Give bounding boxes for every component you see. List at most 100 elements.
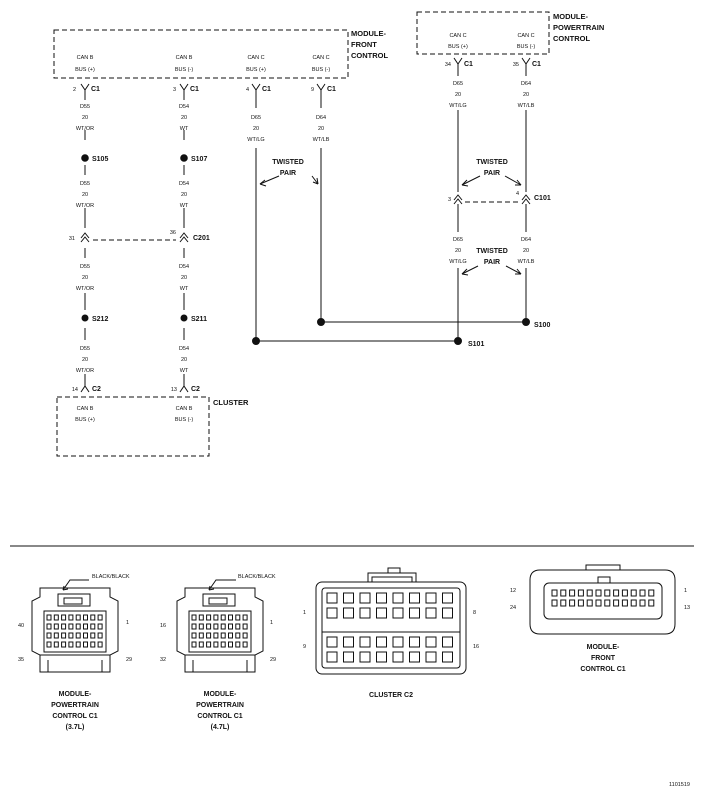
mfc-c1-pin-3-symbol — [251, 83, 261, 96]
mfc-c1-cavity — [560, 599, 567, 607]
cluster-c2-cavity — [326, 636, 338, 648]
pcm47-connector-view — [176, 579, 264, 673]
mfc-c1-caption-3: CONTROL C1 — [580, 666, 625, 673]
cluster-c2-cavity — [409, 592, 420, 604]
cluster-c2-caption: CLUSTER C2 — [369, 692, 413, 699]
pcm47-cavity — [206, 632, 212, 639]
wire-d55-b-3: WT/OR — [76, 203, 94, 209]
twisted-pair-1-l2: PAIR — [280, 170, 296, 177]
wire-d64-c-2: 20 — [523, 248, 529, 254]
pcm-bus-1-l1: CAN C — [449, 33, 466, 39]
pcm-title-line-1: MODULE- — [553, 12, 588, 21]
wire-d64-b-2: 20 — [523, 92, 529, 98]
pcm37-cavity — [68, 614, 74, 621]
mfc-c1-cavity — [551, 599, 558, 607]
cluster-c2-cavity — [359, 651, 371, 663]
pcm37-cavity — [97, 623, 103, 630]
figure-id: 1101519 — [669, 782, 690, 788]
mfc-c1-cavity — [613, 599, 620, 607]
wire-d55-a-1: D55 — [80, 104, 90, 110]
c101-pin-left: 3 — [448, 197, 451, 203]
wire-d54-a-2: 20 — [181, 115, 187, 121]
mfc-bus-3-l1: CAN C — [247, 55, 264, 61]
cluster-c2-pin-1-symbol — [80, 381, 90, 393]
mfc-pin-2: 3 — [173, 87, 176, 93]
pcm47-cavity — [191, 623, 197, 630]
pcm47-cavity — [206, 641, 212, 648]
wire-d55-c-2: 20 — [82, 275, 88, 281]
twisted-pair-1-l1: TWISTED — [272, 159, 304, 166]
pcm37-cavity — [68, 623, 74, 630]
pcm37-caption-1: MODULE- — [59, 691, 92, 698]
pcm37-cavity — [53, 641, 59, 648]
wire-d64-a-3: WT/LB — [313, 137, 330, 143]
pcm37-cavity — [90, 623, 96, 630]
twisted-pair-2-l1: TWISTED — [476, 159, 508, 166]
wire-d65-a-3: WT/LG — [247, 137, 264, 143]
cluster-c2-cavity — [376, 636, 387, 648]
mfc-pin-4: 9 — [311, 87, 314, 93]
pcm37-cavity — [46, 632, 52, 639]
pcm47-pin-32: 32 — [160, 657, 166, 663]
mfc-c1-cavity — [613, 589, 620, 597]
s107-splice — [180, 154, 188, 162]
wire-d65-b-1: D65 — [453, 81, 463, 87]
pcm37-cavity — [46, 623, 52, 630]
mfc-c1-cavity — [569, 599, 576, 607]
pcm37-black-black: BLACK/BLACK — [92, 574, 130, 580]
twisted-pair-2-arrows — [461, 175, 522, 186]
mfc-c1-cavity — [621, 599, 628, 607]
cluster-c2-cavity — [425, 607, 437, 619]
pcm37-pin-grid — [46, 614, 103, 648]
c201-label: C201 — [193, 235, 210, 242]
pcm-c1-pin-2-symbol — [521, 57, 531, 70]
pcm47-cavity — [235, 623, 241, 630]
pcm37-cavity — [53, 623, 59, 630]
c101-pin-right-symbol — [521, 194, 531, 205]
cluster-c2-cavity — [442, 592, 453, 604]
mfc-title-line-3: CONTROL — [351, 51, 388, 60]
pcm37-pin-40: 40 — [18, 623, 24, 629]
cluster-box — [56, 396, 210, 457]
cluster-c2-pin-2-symbol — [179, 381, 189, 393]
pcm47-cavity — [220, 623, 226, 630]
pcm47-cavity — [228, 623, 233, 630]
pcm-bus-2-l2: BUS (-) — [517, 44, 536, 50]
cluster-c2-cavity — [326, 592, 338, 604]
c101-label: C101 — [534, 195, 551, 202]
wire-d54-c-3: WT — [180, 286, 189, 292]
pcm37-cavity — [68, 641, 74, 648]
cluster-view-pin-8: 8 — [473, 610, 476, 616]
mfc-c1-label-3: C1 — [262, 86, 271, 93]
mfc-c1-cavity — [586, 589, 593, 597]
cluster-c2-cavity — [442, 607, 453, 619]
pcm37-cavity — [83, 641, 88, 648]
mfc-bus-1-l2: BUS (+) — [75, 67, 95, 73]
mfc-c1-label-1: C1 — [91, 86, 100, 93]
mfc-c1-cavity — [630, 589, 637, 597]
wire-d55-d-2: 20 — [82, 357, 88, 363]
pcm47-caption-4: (4.7L) — [211, 724, 230, 731]
pcm37-cavity — [97, 614, 103, 621]
cluster-c2-cavity — [442, 651, 453, 663]
mfc-view-pin-1: 1 — [684, 588, 687, 594]
s105-label: S105 — [92, 156, 108, 163]
mfc-pin-3: 4 — [246, 87, 249, 93]
wire-d55-a-3: WT/OR — [76, 126, 94, 132]
mfc-c1-cavity — [569, 589, 576, 597]
cluster-c2-cavity — [392, 607, 404, 619]
pcm47-pin-grid — [191, 614, 248, 648]
wire-d65-b-2: 20 — [455, 92, 461, 98]
mfc-c1-cavity — [595, 589, 602, 597]
c201-pin-left: 31 — [69, 236, 75, 242]
cluster-c2-cavity — [376, 607, 387, 619]
cluster-c2-cavity — [343, 607, 354, 619]
pcm47-cavity — [235, 632, 241, 639]
twisted-pair-3-arrows — [461, 265, 522, 275]
pcm37-cavity — [75, 632, 81, 639]
wire-d54-a-1: D54 — [179, 104, 189, 110]
cluster-bus-2-l2: BUS (-) — [175, 417, 194, 423]
pcm47-cavity — [235, 641, 241, 648]
wire-d64-c-1: D64 — [521, 237, 531, 243]
pcm37-cavity — [75, 641, 81, 648]
